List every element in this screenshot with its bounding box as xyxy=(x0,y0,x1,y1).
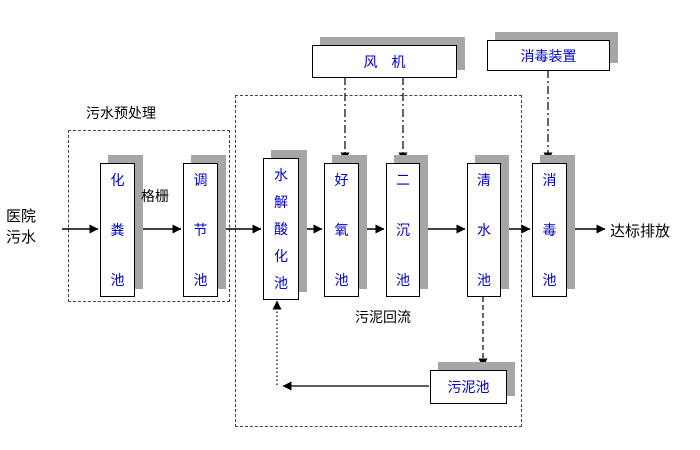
sludge-return-label: 污泥回流 xyxy=(355,309,411,325)
secondary-sedimentation-tank-label: 二沉池 xyxy=(396,172,410,288)
pretreatment-group-label: 污水预处理 xyxy=(86,105,156,121)
regulating-tank-box: 调节池 xyxy=(183,163,218,297)
pretreatment-group-region xyxy=(68,130,230,302)
septic-tank-box: 化粪池 xyxy=(100,163,135,297)
clear-water-tank-label: 清水池 xyxy=(477,172,491,288)
hydrolysis-acidification-tank-box: 水解酸化池 xyxy=(263,158,299,300)
blower-box: 风 机 xyxy=(312,45,457,78)
blower-label: 风 机 xyxy=(363,53,406,70)
disinfection-device-box: 消毒装置 xyxy=(487,40,610,71)
aerobic-tank-box: 好氧池 xyxy=(324,163,359,297)
disinfection-tank-box: 消毒池 xyxy=(532,163,567,297)
regulating-tank-label: 调节池 xyxy=(193,172,208,288)
disinfection-device-label: 消毒装置 xyxy=(520,47,577,64)
septic-tank-label: 化粪池 xyxy=(110,172,125,288)
disinfection-tank-label: 消毒池 xyxy=(542,172,557,288)
effluent-label: 达标排放 xyxy=(610,223,671,240)
biological-treatment-group-region xyxy=(235,95,522,427)
bar-screen-label: 格栅 xyxy=(141,188,169,204)
aerobic-tank-label: 好氧池 xyxy=(334,172,349,288)
influent-label: 医院 污水 xyxy=(6,208,37,246)
sludge-tank-label: 污泥池 xyxy=(447,379,490,395)
clear-water-tank-box: 清水池 xyxy=(467,163,501,297)
sludge-tank-box: 污泥池 xyxy=(430,370,507,404)
hydrolysis-acidification-tank-label: 水解酸化池 xyxy=(274,167,288,291)
secondary-sedimentation-tank-box: 二沉池 xyxy=(386,163,420,297)
